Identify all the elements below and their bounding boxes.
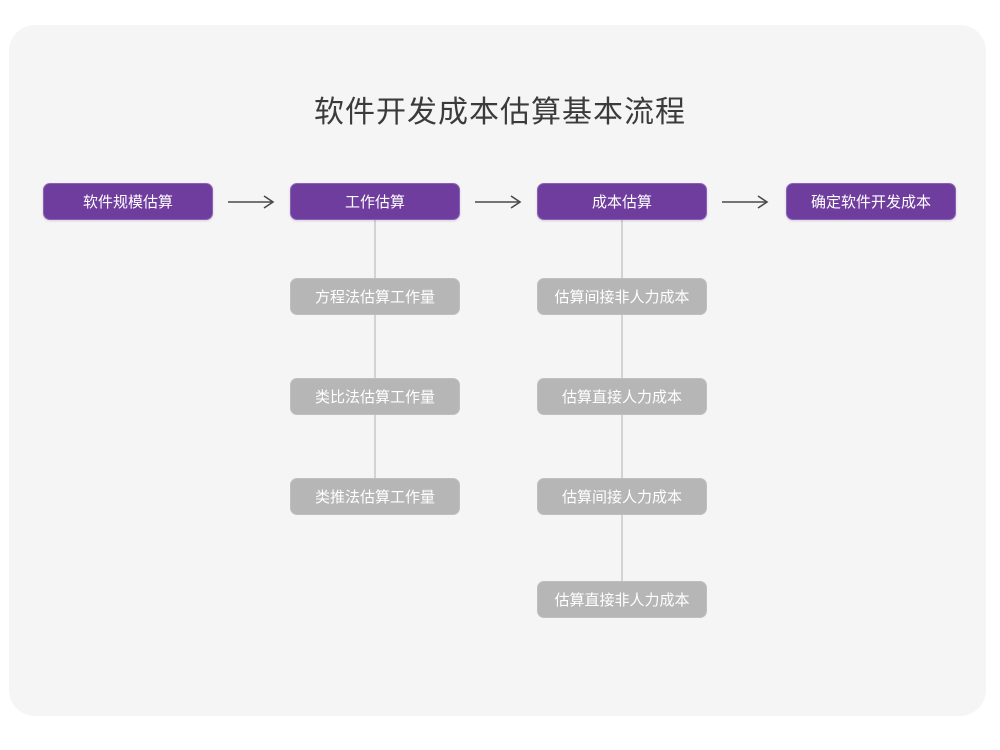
substep-node-3-2-label: 估算直接人力成本 — [561, 389, 682, 406]
substep-node-2-1[interactable]: 方程法估算工作量 — [290, 278, 460, 315]
substep-node-3-4-label: 估算直接非人力成本 — [554, 592, 690, 609]
right-arrow-icon-2 — [470, 183, 530, 220]
substep-node-2-2[interactable]: 类比法估算工作量 — [290, 378, 460, 415]
substep-node-3-3-label: 估算间接人力成本 — [561, 489, 682, 506]
substep-node-2-1-label: 方程法估算工作量 — [314, 289, 435, 306]
substep-node-3-1[interactable]: 估算间接非人力成本 — [537, 278, 707, 315]
substep-node-3-3[interactable]: 估算间接人力成本 — [537, 478, 707, 515]
substep-node-3-1-label: 估算间接非人力成本 — [554, 289, 690, 306]
right-arrow-icon-1 — [223, 183, 283, 220]
stage-node-4-label: 确定软件开发成本 — [810, 194, 931, 211]
substep-node-2-3-label: 类推法估算工作量 — [314, 489, 435, 506]
page-title: 软件开发成本估算基本流程 — [314, 96, 686, 129]
substep-node-2-2-label: 类比法估算工作量 — [314, 389, 435, 406]
substep-node-2-3[interactable]: 类推法估算工作量 — [290, 478, 460, 515]
connector-stage2 — [374, 219, 376, 499]
right-arrow-icon-3 — [717, 183, 777, 220]
stage-node-4[interactable]: 确定软件开发成本 — [786, 183, 956, 220]
substep-node-3-4[interactable]: 估算直接非人力成本 — [537, 581, 707, 618]
stage-node-1-label: 软件规模估算 — [82, 194, 173, 211]
diagram-card — [9, 25, 986, 716]
substep-node-3-2[interactable]: 估算直接人力成本 — [537, 378, 707, 415]
stage-node-1[interactable]: 软件规模估算 — [43, 183, 213, 220]
stage-node-3[interactable]: 成本估算 — [537, 183, 707, 220]
stage-node-2-label: 工作估算 — [344, 194, 405, 211]
stage-node-2[interactable]: 工作估算 — [290, 183, 460, 220]
stage-node-3-label: 成本估算 — [591, 194, 652, 211]
